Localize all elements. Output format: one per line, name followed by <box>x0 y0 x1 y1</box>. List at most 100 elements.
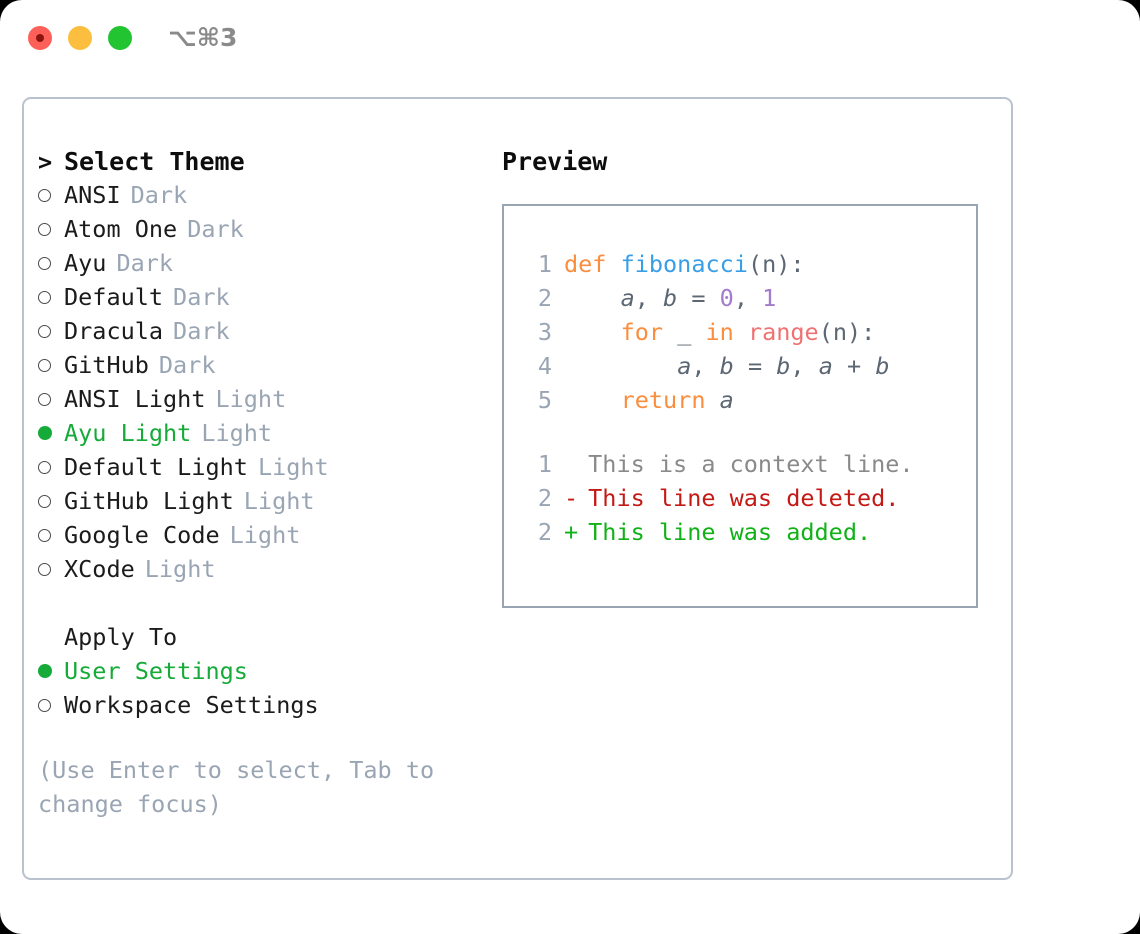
code-token: , <box>691 352 720 380</box>
radio-selected-icon[interactable] <box>38 657 64 685</box>
code-token: , <box>790 352 819 380</box>
code-token: (n): <box>818 318 876 346</box>
line-number: 2 <box>537 518 552 546</box>
radio-unselected-icon[interactable] <box>38 555 64 583</box>
code-token <box>734 318 748 346</box>
theme-option-label: Dracula <box>64 317 164 345</box>
radio-unselected-icon[interactable] <box>38 249 64 277</box>
theme-option-tag: Dark <box>173 317 230 345</box>
diff-text: This is a context line. <box>588 450 914 478</box>
theme-option-label: Ayu <box>64 249 107 277</box>
radio-unselected-icon[interactable] <box>38 453 64 481</box>
code-token: a <box>620 284 635 312</box>
code-block: 1 def fibonacci(n): 2 a, b = 0, 1 3 for … <box>522 250 976 420</box>
diff-line-deleted: 2 - This line was deleted. <box>522 484 976 518</box>
radio-unselected-icon[interactable] <box>38 351 64 379</box>
diff-line-added: 2 + This line was added. <box>522 518 976 552</box>
diff-block: 1 This is a context line. 2 - This line … <box>522 450 976 552</box>
preview-column: Preview 1 def fibonacci(n): 2 a, b = 0, … <box>502 147 1002 608</box>
theme-option-tag: Light <box>243 487 315 515</box>
code-token <box>564 284 621 312</box>
theme-option-label: GitHub <box>64 351 149 379</box>
code-token: b <box>875 352 890 380</box>
code-token <box>564 352 677 380</box>
theme-option-ayu[interactable]: Ayu Dark <box>38 249 498 283</box>
theme-option-atom-one[interactable]: Atom One Dark <box>38 215 498 249</box>
title-bar: ⌥⌘3 <box>0 0 1140 78</box>
apply-to-option-user-settings[interactable]: User Settings <box>38 657 498 691</box>
radio-unselected-icon[interactable] <box>38 691 64 719</box>
code-line-content: return a <box>564 386 734 414</box>
theme-option-default[interactable]: Default Dark <box>38 283 498 317</box>
apply-to-header: Apply To <box>38 623 498 657</box>
radio-unselected-icon[interactable] <box>38 181 64 209</box>
theme-option-label: ANSI <box>64 181 121 209</box>
theme-option-tag: Dark <box>187 215 244 243</box>
apply-to-option-label: Workspace Settings <box>64 691 319 719</box>
code-token: return <box>620 386 706 414</box>
code-token: range <box>747 318 819 346</box>
caret-icon: > <box>38 148 53 176</box>
code-token: a <box>677 352 692 380</box>
theme-option-tag: Light <box>215 385 287 413</box>
apply-to-option-workspace-settings[interactable]: Workspace Settings <box>38 691 498 725</box>
theme-option-xcode[interactable]: XCode Light <box>38 555 498 589</box>
code-line-content: a, b = b, a + b <box>564 352 889 380</box>
theme-option-label: ANSI Light <box>64 385 206 413</box>
code-token: = <box>733 352 777 380</box>
theme-option-ansi-light[interactable]: ANSI Light Light <box>38 385 498 419</box>
theme-option-github[interactable]: GitHub Dark <box>38 351 498 385</box>
theme-option-default-light[interactable]: Default Light Light <box>38 453 498 487</box>
theme-option-tag: Dark <box>130 181 188 209</box>
theme-option-tag: Light <box>229 521 301 549</box>
radio-unselected-icon[interactable] <box>38 317 64 345</box>
code-token <box>564 386 621 414</box>
theme-option-tag: Light <box>201 419 273 447</box>
theme-option-tag: Light <box>257 453 329 481</box>
code-token: def <box>564 250 621 278</box>
code-token: , <box>634 284 664 312</box>
hint-divider-space <box>38 725 498 749</box>
theme-option-tag: Light <box>144 555 216 583</box>
code-line: 3 for _ in range(n): <box>522 318 976 352</box>
code-token: 0 <box>719 284 734 312</box>
radio-unselected-icon[interactable] <box>38 283 64 311</box>
theme-option-dracula[interactable]: Dracula Dark <box>38 317 498 351</box>
radio-unselected-icon[interactable] <box>38 385 64 413</box>
radio-unselected-icon[interactable] <box>38 521 64 549</box>
theme-selector-frame: > Select Theme ANSI Dark Atom One Dark A… <box>22 97 1013 880</box>
code-token: fibonacci <box>620 250 748 278</box>
theme-option-label: Default <box>64 283 164 311</box>
code-line-content: for _ in range(n): <box>564 318 876 346</box>
radio-selected-icon[interactable] <box>38 419 64 447</box>
preview-title: Preview <box>502 147 608 176</box>
line-number: 1 <box>537 450 552 478</box>
theme-option-label: Ayu Light <box>64 419 192 447</box>
theme-list-column: > Select Theme ANSI Dark Atom One Dark A… <box>38 147 498 821</box>
radio-unselected-icon[interactable] <box>38 487 64 515</box>
theme-option-google-code[interactable]: Google Code Light <box>38 521 498 555</box>
diff-sign <box>564 450 578 478</box>
theme-option-ansi[interactable]: ANSI Dark <box>38 181 498 215</box>
theme-option-tag: Dark <box>116 249 174 277</box>
diff-sign: - <box>564 484 579 512</box>
code-line: 5 return a <box>522 386 976 420</box>
code-token: , <box>733 284 763 312</box>
theme-list-header: > Select Theme <box>38 147 498 181</box>
minimize-button-icon[interactable] <box>68 26 92 50</box>
code-token: b <box>719 352 734 380</box>
diff-line-context: 1 This is a context line. <box>522 450 976 484</box>
theme-option-github-light[interactable]: GitHub Light Light <box>38 487 498 521</box>
close-button-icon[interactable] <box>28 26 52 50</box>
theme-option-label: Atom One <box>64 215 178 243</box>
apply-to-option-label: User Settings <box>64 657 248 685</box>
code-token: b <box>663 284 678 312</box>
radio-unselected-icon[interactable] <box>38 215 64 243</box>
line-number: 1 <box>537 250 552 278</box>
code-line: 4 a, b = b, a + b <box>522 352 976 386</box>
code-line: 2 a, b = 0, 1 <box>522 284 976 318</box>
maximize-button-icon[interactable] <box>108 26 132 50</box>
theme-option-ayu-light[interactable]: Ayu Light Light <box>38 419 498 453</box>
code-line: 1 def fibonacci(n): <box>522 250 976 284</box>
code-token: + <box>832 352 876 380</box>
